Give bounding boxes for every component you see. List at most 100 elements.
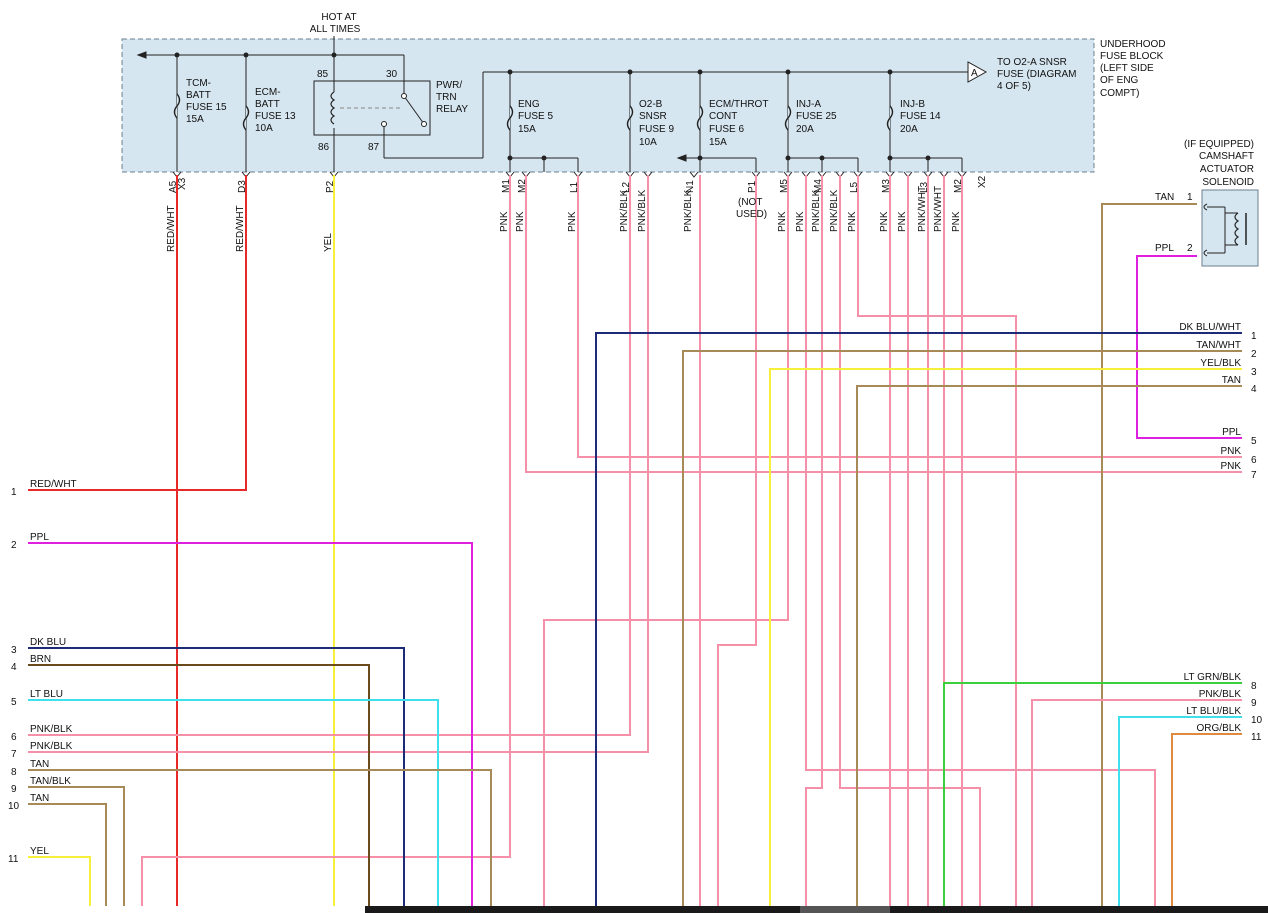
svg-text:CONT: CONT bbox=[709, 111, 737, 122]
wire bbox=[805, 175, 1156, 906]
wire bbox=[769, 368, 1242, 906]
left-pin-wire: TAN bbox=[30, 759, 49, 770]
left-pin-wire: PNK/BLK bbox=[30, 724, 73, 735]
wire bbox=[28, 769, 492, 906]
right-pin-number: 7 bbox=[1251, 470, 1257, 481]
svg-text:15A: 15A bbox=[518, 124, 536, 135]
svg-text:UNDERHOOD: UNDERHOOD bbox=[1100, 39, 1166, 50]
connector-pins bbox=[172, 171, 967, 178]
terminal-wire-color: PNK bbox=[897, 211, 908, 232]
svg-text:FUSE 13: FUSE 13 bbox=[255, 111, 296, 122]
wire bbox=[28, 542, 473, 906]
wire bbox=[28, 856, 91, 906]
relay-pin-86: 86 bbox=[318, 142, 330, 153]
pwr-trn-relay: 85 30 86 87 PWR/ TRN RELAY bbox=[313, 69, 468, 153]
solenoid-wire-1: TAN bbox=[1155, 192, 1174, 203]
wire bbox=[717, 175, 757, 906]
camshaft-actuator-solenoid: (IF EQUIPPED) CAMSHAFT ACTUATOR SOLENOID… bbox=[1155, 139, 1259, 267]
left-pin-wire: RED/WHT bbox=[30, 479, 77, 490]
terminal-id: L3 bbox=[919, 181, 930, 193]
right-pin-wire: PNK bbox=[1220, 461, 1241, 472]
left-pin-number: 3 bbox=[11, 645, 17, 656]
wire bbox=[141, 175, 511, 906]
left-pin-number: 8 bbox=[11, 767, 17, 778]
terminal-id: L5 bbox=[849, 181, 860, 193]
wire bbox=[805, 175, 823, 906]
svg-text:4 OF 5): 4 OF 5) bbox=[997, 81, 1031, 92]
svg-text:15A: 15A bbox=[709, 137, 727, 148]
terminal-wire-color: PNK bbox=[515, 211, 526, 232]
wire bbox=[1136, 255, 1242, 439]
wire bbox=[28, 175, 247, 491]
wire bbox=[1031, 699, 1242, 906]
svg-text:20A: 20A bbox=[900, 124, 918, 135]
wire bbox=[543, 175, 789, 906]
wire bbox=[28, 786, 125, 906]
right-pin-wire: PNK/BLK bbox=[1199, 689, 1242, 700]
svg-text:TCM-: TCM- bbox=[186, 78, 211, 89]
left-pin-number: 10 bbox=[8, 801, 20, 812]
terminal-wire-color: YEL bbox=[323, 233, 334, 252]
wire bbox=[28, 175, 631, 736]
wire bbox=[943, 682, 1242, 906]
left-pin-wire: LT BLU bbox=[30, 689, 63, 700]
svg-text:INJ-B: INJ-B bbox=[900, 99, 925, 110]
wire bbox=[577, 175, 1242, 458]
terminal-wire-color: PNK/BLK bbox=[637, 189, 648, 232]
left-pin-wire: TAN/BLK bbox=[30, 776, 71, 787]
svg-text:FUSE 15: FUSE 15 bbox=[186, 102, 227, 113]
terminal-wire-color: PNK bbox=[567, 211, 578, 232]
svg-text:(LEFT SIDE: (LEFT SIDE bbox=[1100, 63, 1154, 74]
left-pin-number: 5 bbox=[11, 697, 17, 708]
terminal-id: M1 bbox=[501, 179, 512, 193]
wire bbox=[595, 332, 1242, 906]
terminal-id: L2 bbox=[621, 181, 632, 193]
splice-dots bbox=[174, 52, 931, 161]
svg-text:(IF EQUIPPED): (IF EQUIPPED) bbox=[1184, 139, 1254, 150]
terminal-wire-color: RED/WHT bbox=[235, 205, 246, 252]
svg-text:FUSE (DIAGRAM: FUSE (DIAGRAM bbox=[997, 69, 1076, 80]
terminal-wire-color: PNK bbox=[951, 211, 962, 232]
terminal-id: M2 bbox=[517, 179, 528, 193]
left-pin-wire: BRN bbox=[30, 654, 51, 665]
relay-pin-30: 30 bbox=[386, 69, 398, 80]
wire bbox=[28, 803, 107, 906]
all-times-label: ALL TIMES bbox=[310, 24, 361, 35]
svg-text:FUSE 9: FUSE 9 bbox=[639, 124, 674, 135]
right-pin-wire: TAN/WHT bbox=[1196, 340, 1241, 351]
bottom-bar-segment bbox=[800, 906, 890, 913]
fuse-block bbox=[121, 38, 1095, 173]
offpage-connector-a: A TO O2-A SNSR FUSE (DIAGRAM 4 OF 5) bbox=[967, 57, 1076, 92]
terminal-wire-color: PNK/WHT bbox=[933, 186, 944, 232]
svg-text:10A: 10A bbox=[639, 137, 657, 148]
left-pin-number: 9 bbox=[11, 784, 17, 795]
svg-text:PWR/: PWR/ bbox=[436, 80, 462, 91]
left-pin-number: 6 bbox=[11, 732, 17, 743]
terminal-id: M3 bbox=[881, 179, 892, 193]
left-pin-wire: PPL bbox=[30, 532, 49, 543]
terminal-id: P1 bbox=[747, 180, 758, 193]
right-pin-wire: LT GRN/BLK bbox=[1184, 672, 1242, 683]
svg-text:A: A bbox=[971, 68, 978, 79]
terminal-wire-color: PNK/BLK bbox=[619, 189, 630, 232]
wire bbox=[28, 699, 439, 906]
solenoid-pin-2: 2 bbox=[1187, 243, 1193, 254]
right-pin-number: 3 bbox=[1251, 367, 1257, 378]
svg-text:15A: 15A bbox=[186, 114, 204, 125]
svg-text:ECM-: ECM- bbox=[255, 87, 281, 98]
terminal-id: P2 bbox=[325, 180, 336, 193]
right-pin-wire: PPL bbox=[1222, 427, 1241, 438]
svg-text:RELAY: RELAY bbox=[436, 104, 468, 115]
left-pin-wire: TAN bbox=[30, 793, 49, 804]
connector-x3: X3 bbox=[177, 177, 188, 190]
terminal-wire-color: PNK bbox=[879, 211, 890, 232]
svg-text:ENG: ENG bbox=[518, 99, 540, 110]
svg-text:SOLENOID: SOLENOID bbox=[1202, 177, 1254, 188]
solenoid-wire-2: PPL bbox=[1155, 243, 1174, 254]
